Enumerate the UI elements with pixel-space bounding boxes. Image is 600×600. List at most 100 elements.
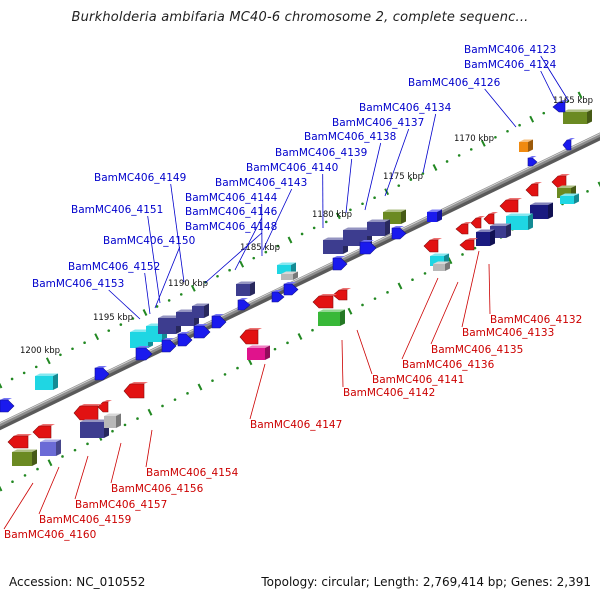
feature-red-arrow[interactable] — [459, 238, 478, 251]
lower-gene-label[interactable]: BamMC406_4141 — [372, 374, 464, 386]
lower-label-leader — [401, 277, 439, 360]
lower-gene-label[interactable]: BamMC406_4136 — [402, 359, 495, 371]
lower-dotted-track-dash — [197, 383, 203, 391]
lower-gene-label[interactable]: BamMC406_4156 — [111, 483, 204, 495]
feature-red-arrow[interactable] — [455, 222, 472, 235]
feature-cyan-block[interactable] — [506, 213, 533, 231]
feature-blue-arrow[interactable] — [161, 338, 177, 353]
upper-gene-label[interactable]: BamMC406_4149 — [94, 172, 186, 184]
feature-red-arrow[interactable] — [73, 404, 102, 421]
feature-cyan-block[interactable] — [277, 262, 296, 275]
upper-gene-label[interactable]: BamMC406_4150 — [103, 235, 195, 247]
feature-blue-arrow[interactable] — [237, 298, 251, 311]
feature-red-arrow[interactable] — [332, 288, 351, 301]
upper-gene-label[interactable]: BamMC406_4134 — [359, 102, 452, 114]
upper-dotted-track-dash — [432, 164, 438, 171]
upper-dotted-track-dot — [264, 250, 268, 254]
upper-gene-label[interactable]: BamMC406_4140 — [246, 162, 338, 174]
feature-slate-block[interactable] — [367, 219, 390, 237]
feature-blue-arrow[interactable] — [271, 290, 285, 303]
upper-gene-label[interactable]: BamMC406_4153 — [32, 278, 124, 290]
feature-cyan-block[interactable] — [35, 373, 58, 391]
feature-olive-block[interactable] — [12, 449, 37, 467]
lower-dotted-track-dot — [23, 474, 27, 477]
upper-gene-label[interactable]: BamMC406_4148 — [185, 221, 277, 233]
feature-navy-block[interactable] — [476, 229, 495, 247]
feature-blue-arrow[interactable] — [94, 366, 110, 381]
feature-slate-block[interactable] — [192, 303, 209, 319]
upper-label-leader — [540, 70, 556, 101]
upper-gene-label[interactable]: BamMC406_4144 — [185, 192, 278, 204]
feature-slate-block[interactable] — [236, 281, 255, 297]
feature-green-block[interactable] — [318, 309, 345, 327]
upper-dotted-track-dot — [83, 341, 86, 345]
feature-red-arrow[interactable] — [499, 198, 522, 213]
feature-blue-arrow[interactable] — [391, 226, 407, 240]
feature-red-arrow[interactable] — [123, 382, 148, 399]
lower-gene-label[interactable]: BamMC406_4157 — [75, 499, 167, 511]
feature-red-arrow[interactable] — [32, 424, 55, 439]
feature-red-arrow[interactable] — [423, 238, 442, 253]
feature-blue-arrow[interactable] — [283, 282, 299, 296]
feature-blue-arrow[interactable] — [0, 398, 15, 413]
feature-red-arrow[interactable] — [525, 182, 542, 197]
upper-dotted-track-dash — [239, 260, 245, 268]
feature-navy-block[interactable] — [530, 202, 553, 220]
upper-gene-label[interactable]: BamMC406_4137 — [332, 117, 424, 129]
kbp-tick-label: 1170 kbp — [454, 134, 494, 144]
feature-blue-arrow[interactable] — [177, 332, 193, 347]
feature-red-arrow[interactable] — [97, 400, 112, 413]
kbp-tick-label: 1185 kbp — [240, 243, 280, 253]
feature-blue-arrow[interactable] — [332, 256, 348, 271]
lower-dotted-track-dot — [123, 423, 127, 427]
feature-blue-arrow[interactable] — [193, 324, 211, 339]
lower-dotted-track-dot — [273, 347, 277, 351]
upper-gene-label[interactable]: BamMC406_4138 — [304, 131, 396, 143]
feature-blue-block[interactable] — [427, 209, 442, 223]
upper-dotted-track-dash — [480, 139, 486, 147]
upper-gene-label[interactable]: BamMC406_4126 — [408, 77, 501, 89]
feature-gray-block[interactable] — [281, 271, 298, 281]
feature-cyan-block[interactable] — [560, 193, 579, 205]
lower-dotted-track-dash — [597, 181, 600, 188]
lower-label-leader — [3, 482, 34, 530]
lower-gene-label[interactable]: BamMC406_4133 — [462, 327, 554, 339]
feature-magenta-block[interactable] — [247, 345, 270, 361]
feature-blue-arrow[interactable] — [359, 240, 377, 255]
feature-red-arrow[interactable] — [312, 294, 337, 309]
feature-olive-block[interactable] — [563, 109, 592, 125]
lower-gene-label[interactable]: BamMC406_4132 — [490, 314, 582, 326]
feature-red-arrow[interactable] — [239, 328, 262, 345]
upper-dotted-track-dash — [45, 357, 51, 365]
upper-gene-label[interactable]: BamMC406_4146 — [185, 206, 278, 218]
lower-dotted-track-dot — [311, 328, 314, 332]
feature-gray-block[interactable] — [433, 261, 450, 272]
lower-gene-label[interactable]: BamMC406_4142 — [343, 387, 435, 399]
feature-red-arrow[interactable] — [483, 212, 498, 225]
feature-blue-arrow[interactable] — [527, 156, 538, 167]
upper-label-leader — [170, 183, 185, 283]
upper-gene-label[interactable]: BamMC406_4143 — [215, 177, 307, 189]
upper-gene-label[interactable]: BamMC406_4139 — [275, 147, 367, 159]
upper-dotted-track-dot — [349, 208, 352, 212]
upper-gene-label[interactable]: BamMC406_4151 — [71, 204, 163, 216]
lower-gene-label[interactable]: BamMC406_4160 — [4, 529, 96, 541]
feature-blue-arrow[interactable] — [562, 138, 575, 151]
feature-blue-arrow[interactable] — [552, 100, 569, 113]
lower-gene-label[interactable]: BamMC406_4154 — [146, 467, 239, 479]
feature-blue-arrow[interactable] — [211, 314, 227, 329]
upper-gene-label[interactable]: BamMC406_4123 — [464, 44, 556, 56]
feature-blue-arrow[interactable] — [135, 346, 153, 361]
upper-gene-label[interactable]: BamMC406_4124 — [464, 59, 557, 71]
feature-red-arrow[interactable] — [470, 216, 485, 229]
upper-gene-label[interactable]: BamMC406_4152 — [68, 261, 160, 273]
lower-gene-label[interactable]: BamMC406_4147 — [250, 419, 342, 431]
feature-lavender-block[interactable] — [40, 439, 61, 457]
lower-gene-label[interactable]: BamMC406_4135 — [431, 344, 523, 356]
lower-dotted-track-dot — [223, 373, 227, 376]
feature-gray-block[interactable] — [104, 413, 121, 429]
lower-gene-label[interactable]: BamMC406_4159 — [39, 514, 131, 526]
feature-red-arrow[interactable] — [7, 434, 32, 449]
feature-orange-block[interactable] — [519, 139, 533, 153]
